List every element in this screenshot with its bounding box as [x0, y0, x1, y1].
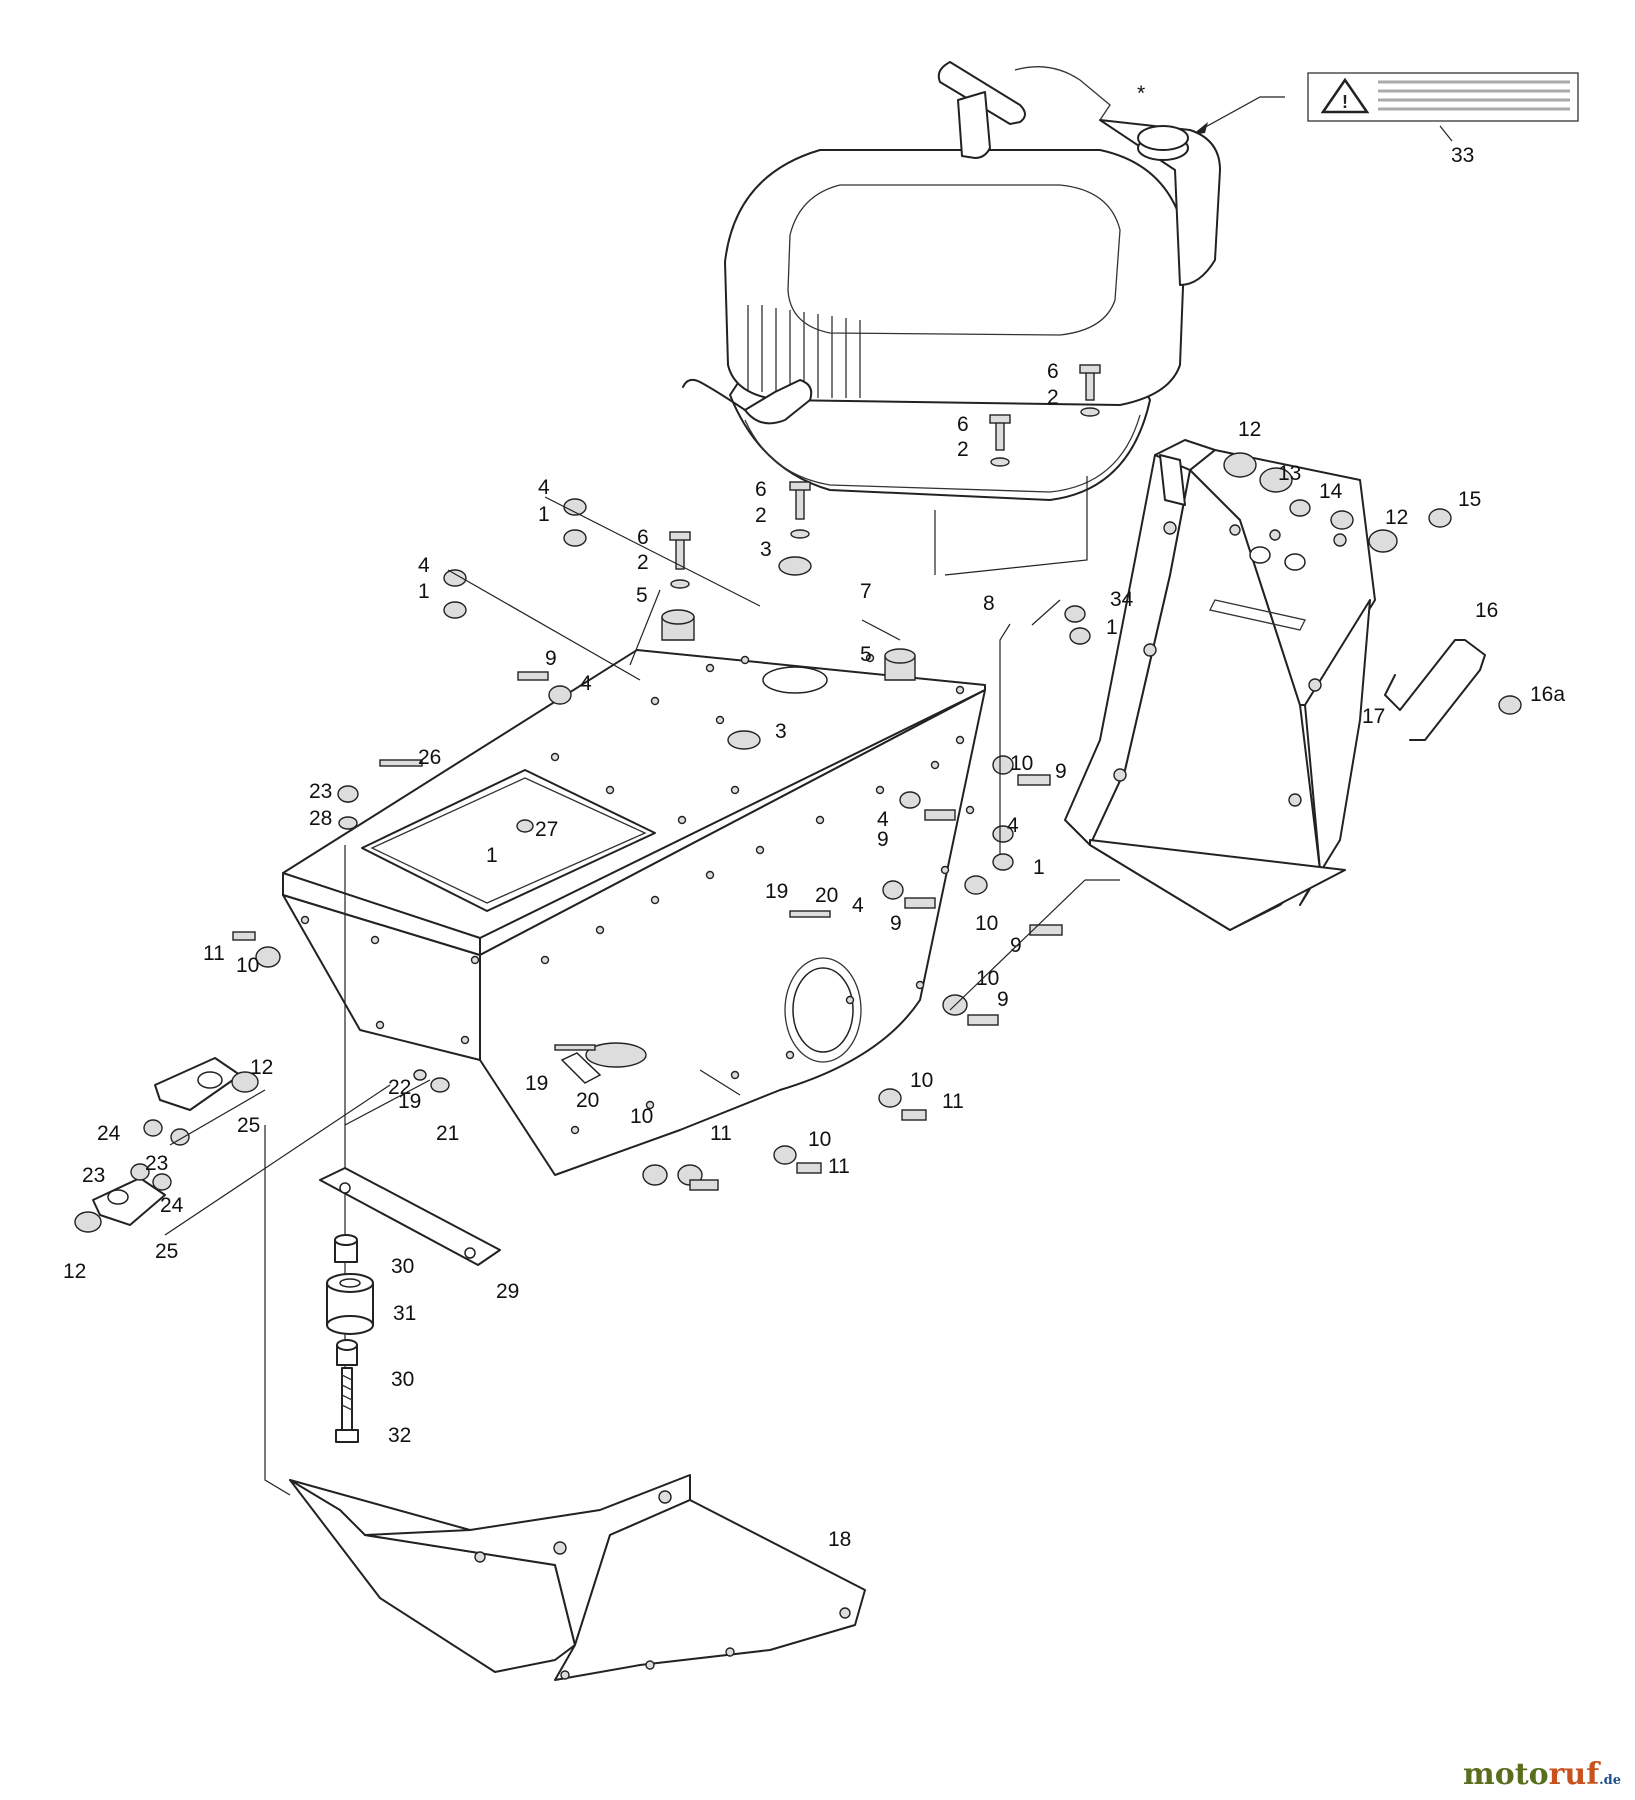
lower-assembly [74, 845, 866, 1681]
callout-washer: 2 [957, 438, 969, 461]
callout-bolt: 19 [765, 880, 788, 903]
callout-nut: 14 [1319, 480, 1343, 503]
callout-washer: 10 [630, 1105, 653, 1128]
callout-isolator: 5 [636, 584, 648, 607]
callout-washer: 10 [236, 954, 259, 977]
callout-washer: 4 [1007, 814, 1019, 837]
callout-bolt: 6 [1047, 360, 1059, 383]
callout-bolt: 9 [890, 912, 902, 935]
callout-bracket: 25 [237, 1114, 260, 1137]
callout-bolt: 6 [755, 478, 767, 501]
warning-decal: ! [1307, 72, 1579, 122]
svg-text:!: ! [1342, 92, 1348, 112]
washer-16a [1498, 695, 1522, 715]
callout-nut: 1 [538, 503, 550, 526]
callout-washer: 4 [877, 808, 889, 831]
callout-bracket: 8 [983, 592, 995, 615]
callout-washer: 16a [1530, 683, 1565, 706]
callout-washer: 10 [1010, 752, 1033, 775]
callout-nut: 13 [1278, 462, 1301, 485]
callout-bolt: 11 [710, 1122, 732, 1145]
callout-nut: 1 [418, 580, 430, 603]
leader-lines [344, 496, 1120, 1126]
callout-chute: 17 [1362, 705, 1385, 728]
callout-bracket: 25 [155, 1240, 178, 1263]
callout-bolt: 9 [1055, 760, 1067, 783]
callout-spacer: 30 [391, 1255, 414, 1278]
callout-washer: 2 [755, 504, 767, 527]
callout-washer: 4 [852, 894, 864, 917]
callout-washer: 4 [580, 672, 592, 695]
callout-washer: 10 [910, 1069, 933, 1092]
callout-roller: 31 [393, 1302, 416, 1325]
callout-nut: 1 [486, 844, 498, 867]
brand-suffix: .de [1599, 1773, 1621, 1788]
handle-rod [1384, 639, 1486, 741]
callout-bolt: 11 [942, 1090, 964, 1113]
callout-washer: 24 [97, 1122, 121, 1145]
callout-engine-plate: 7 [860, 580, 872, 603]
callout-nut: 23 [82, 1164, 105, 1187]
callout-nut: 23 [309, 780, 332, 803]
callout-bolt: 6 [957, 413, 969, 436]
callout-nut: 23 [145, 1152, 168, 1175]
callout-washer: 12 [63, 1260, 86, 1283]
brand-watermark: motoruf.de [1463, 1757, 1621, 1792]
callout-washer: 12 [250, 1056, 273, 1079]
callout-bolt: 11 [203, 942, 225, 965]
fasteners [232, 364, 1101, 1191]
brand-name-part1: moto [1462, 1757, 1549, 1792]
callout-bolt: 26 [418, 746, 441, 769]
callout-skid-plate: 18 [828, 1528, 851, 1551]
callout-bolt: 6 [637, 526, 649, 549]
callout-washer: 21 [436, 1122, 459, 1145]
callout-bolt: 9 [545, 647, 557, 670]
callout-washer: 4 [538, 476, 550, 499]
callout-handle-rod: 16 [1475, 599, 1498, 622]
callout-washer: 2 [637, 551, 649, 574]
callout-bolt: 9 [1010, 934, 1022, 957]
callout-washer: 4 [418, 554, 430, 577]
chute-hardware [1223, 452, 1452, 553]
callout-bushing: 3 [775, 720, 787, 743]
callout-bolt: 9 [877, 828, 889, 851]
callout-washer: 24 [160, 1194, 184, 1217]
callout-warning-decal: 33 [1451, 144, 1474, 167]
callout-nut: 1 [1033, 856, 1045, 879]
callout-washer: 34 [1110, 588, 1134, 611]
callout-strap: 29 [496, 1280, 519, 1303]
callout-bolt: 11 [828, 1155, 850, 1178]
callout-spacer: 30 [391, 1368, 414, 1391]
callout-washer: 10 [975, 912, 998, 935]
callout-washer: 10 [808, 1128, 831, 1151]
callout-bolt: 32 [388, 1424, 411, 1447]
callout-washer: 28 [309, 807, 332, 830]
chute [1064, 439, 1376, 931]
callout-nut: 1 [1106, 616, 1118, 639]
callout-washer: 10 [976, 967, 999, 990]
callout-washer: 12 [1238, 418, 1261, 441]
callout-bolt: 9 [997, 988, 1009, 1011]
warning-triangle-icon [1320, 77, 1370, 114]
callout-plate: 20 [576, 1089, 599, 1112]
callout-decal-marker: * [1137, 82, 1145, 105]
callout-bolt: 19 [525, 1072, 548, 1095]
callout-nut: 15 [1458, 488, 1481, 511]
callout-isolator: 5 [860, 643, 872, 666]
engine [682, 61, 1221, 576]
callout-washer: 2 [1047, 386, 1059, 409]
callout-bolt: 19 [398, 1090, 421, 1113]
callout-bushing: 3 [760, 538, 772, 561]
callout-washer: 12 [1385, 506, 1408, 529]
callout-bolt: 20 [815, 884, 838, 907]
brand-name-part2: ruf [1548, 1757, 1600, 1792]
callout-bolt: 27 [535, 818, 558, 841]
